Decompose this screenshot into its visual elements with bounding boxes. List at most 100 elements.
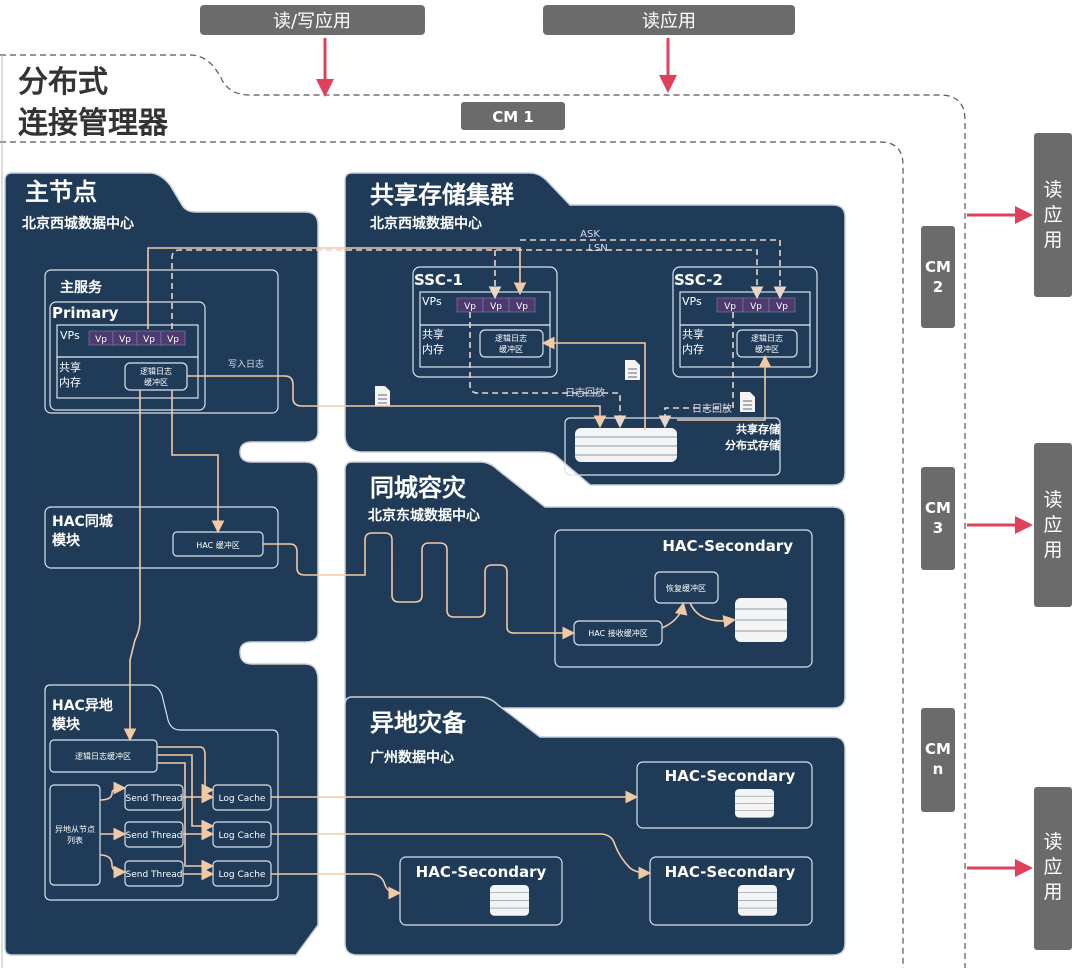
vp-label: Vp bbox=[143, 335, 155, 345]
vp-label: Vp bbox=[119, 335, 131, 345]
rw-app-button[interactable]: 读/写应用 bbox=[200, 5, 425, 35]
hac-secondary-label: HAC-Secondary bbox=[416, 863, 547, 881]
database-icon bbox=[489, 884, 530, 917]
cm1-node[interactable]: CM 1 bbox=[461, 102, 565, 130]
log-buffer-label: 逻辑日志 bbox=[495, 333, 527, 343]
vp-label: Vp bbox=[167, 335, 179, 345]
side-app-char: 读 bbox=[1043, 179, 1062, 201]
hac-secondary-remote-3: HAC-Secondary bbox=[649, 856, 813, 926]
cm1-label: CM 1 bbox=[492, 108, 534, 126]
log-buffer-label: 缓冲区 bbox=[499, 344, 523, 354]
same-city-title: 同城容灾 bbox=[370, 474, 466, 502]
log-cache-label: Log Cache bbox=[219, 794, 266, 804]
cm2-node[interactable]: CM 2 bbox=[921, 226, 955, 328]
send-thread-label: Send Thread bbox=[126, 870, 183, 880]
shm-label: 内存 bbox=[59, 375, 81, 389]
send-thread-label: Send Thread bbox=[126, 831, 183, 841]
cm3-index: 3 bbox=[933, 519, 943, 537]
storage-label: 分布式存储 bbox=[725, 438, 780, 452]
log-buffer-label: 逻辑日志 bbox=[751, 333, 783, 343]
primary-node-title: 主节点 bbox=[25, 178, 97, 206]
recover-buffer-label: 恢复缓冲区 bbox=[666, 583, 706, 593]
side-app-char: 应 bbox=[1043, 514, 1062, 536]
primary-label: Primary bbox=[52, 304, 119, 322]
same-city-dc: 北京东城数据中心 bbox=[368, 507, 480, 524]
shm-label: 共享 bbox=[422, 327, 444, 341]
send-thread-label: Send Thread bbox=[126, 794, 183, 804]
read-app-button[interactable]: 读应用 bbox=[543, 5, 795, 35]
document-icon bbox=[375, 386, 390, 406]
flow-lines bbox=[99, 239, 787, 900]
side-app-char: 用 bbox=[1043, 881, 1062, 903]
hac-remote-label: 模块 bbox=[52, 716, 81, 733]
write-log-label: 写入日志 bbox=[228, 358, 264, 370]
vp-label: Vp bbox=[776, 302, 788, 312]
database-icon bbox=[734, 597, 788, 643]
same-city-panel bbox=[344, 461, 846, 709]
shared-storage-dc: 北京西城数据中心 bbox=[370, 215, 482, 232]
remote-dr-title: 异地灾备 bbox=[370, 709, 467, 737]
shm-row bbox=[56, 356, 199, 399]
storage-box bbox=[564, 417, 781, 476]
shared-storage-panel bbox=[344, 172, 846, 486]
remote-log-buffer-box bbox=[49, 739, 158, 773]
lsn-label: LSN bbox=[588, 243, 607, 254]
vp-label: Vp bbox=[464, 302, 476, 312]
side-app-char: 应 bbox=[1043, 204, 1062, 226]
document-icon bbox=[740, 392, 755, 412]
cm-boundary-inner bbox=[0, 141, 904, 968]
primary-node-panel bbox=[4, 172, 319, 956]
shared-storage-title: 共享存储集群 bbox=[370, 181, 514, 209]
side-app-char: 读 bbox=[1043, 831, 1062, 853]
hac-secondary-local-box bbox=[554, 529, 813, 668]
hac-secondary-label: HAC-Secondary bbox=[665, 767, 796, 785]
primary-node-dc: 北京西城数据中心 bbox=[22, 215, 134, 232]
cm-title-line1: 分布式 bbox=[18, 65, 108, 100]
ssc1-box: SSC-1 VPs Vp Vp Vp 共享 内存 逻辑日志 缓冲区 bbox=[412, 266, 558, 378]
rw-app-label: 读/写应用 bbox=[273, 11, 351, 32]
log-buffer-label: 缓冲区 bbox=[755, 344, 779, 354]
side-app-char: 用 bbox=[1043, 539, 1062, 561]
main-service-box bbox=[44, 269, 279, 414]
database-icon bbox=[737, 884, 778, 917]
hac-local-label: HAC同城 bbox=[52, 513, 113, 530]
vps-label: VPs bbox=[422, 295, 442, 308]
side-read-app-3[interactable]: 读 应 用 bbox=[1034, 787, 1072, 950]
vps-label: VPs bbox=[682, 295, 702, 308]
send-threads: Send Thread Send Thread Send Thread bbox=[124, 784, 184, 887]
cm2-label: CM bbox=[925, 258, 951, 276]
cm3-label: CM bbox=[925, 499, 951, 517]
replay-label: 日志回放 bbox=[692, 402, 732, 415]
shm-label: 内存 bbox=[682, 342, 704, 356]
vp-label: Vp bbox=[95, 335, 107, 345]
ssc2-label: SSC-2 bbox=[674, 271, 723, 289]
cm3-node[interactable]: CM 3 bbox=[921, 467, 955, 570]
storage-disk-icon bbox=[575, 428, 677, 462]
cm-boundary-outer bbox=[0, 54, 966, 968]
hac-secondary-label: HAC-Secondary bbox=[665, 863, 796, 881]
ssc1-label: SSC-1 bbox=[414, 271, 463, 289]
log-caches: Log Cache Log Cache Log Cache bbox=[212, 784, 272, 887]
log-buffer-label: 逻辑日志 bbox=[140, 366, 172, 376]
hac-secondary-label: HAC-Secondary bbox=[662, 537, 793, 555]
hac-remote-label: HAC异地 bbox=[52, 697, 113, 714]
shm-label: 共享 bbox=[682, 327, 704, 341]
log-buffer-label: 缓冲区 bbox=[144, 377, 168, 387]
log-cache-label: Log Cache bbox=[219, 870, 266, 880]
vp-group: Vp Vp Vp Vp bbox=[88, 330, 186, 346]
ssc2-box: SSC-2 VPs Vp Vp Vp 共享 内存 逻辑日志 缓冲区 bbox=[672, 266, 818, 378]
cmn-index: n bbox=[933, 760, 944, 778]
vp-label: Vp bbox=[750, 302, 762, 312]
hac-local-label: 模块 bbox=[52, 532, 81, 549]
storage-label: 共享存储 bbox=[736, 422, 780, 436]
hac-buffer-label: HAC 缓冲区 bbox=[196, 540, 239, 550]
vps-label: VPs bbox=[60, 329, 80, 342]
side-read-app-2[interactable]: 读 应 用 bbox=[1034, 443, 1072, 607]
remote-node-list-label: 列表 bbox=[67, 835, 83, 845]
side-app-char: 应 bbox=[1043, 856, 1062, 878]
vp-label: Vp bbox=[724, 302, 736, 312]
side-read-app-1[interactable]: 读 应 用 bbox=[1034, 133, 1072, 297]
recv-buffer-label: HAC 接收缓冲区 bbox=[588, 628, 647, 638]
cmn-node[interactable]: CM n bbox=[921, 708, 955, 812]
